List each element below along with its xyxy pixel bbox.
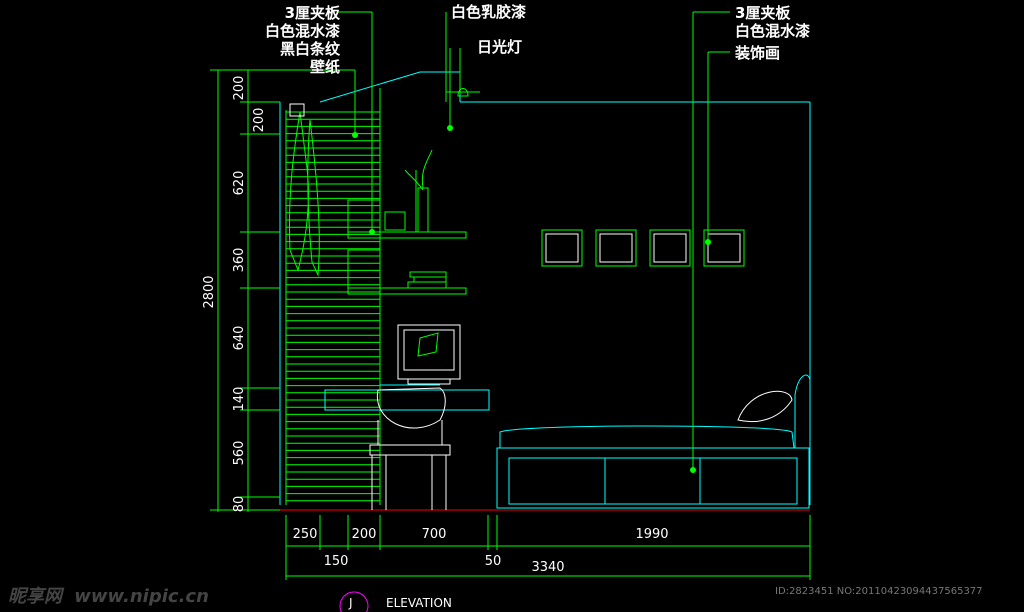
upper-shelf [347,149,467,239]
ceiling-lamp [445,86,480,102]
horizontal-dimension-lines [285,515,811,580]
right-callout-line-1: 3厘夹板 [735,4,791,22]
lamp-label: 日光灯 [477,38,523,56]
vdim-5: 640 [232,326,247,351]
image-id: ID:2823451 NO:20110423094437565377 [775,586,983,597]
hdim-1990: 1990 [635,527,668,542]
hdim-total: 3340 [531,560,564,575]
striped-wallpaper [286,111,380,502]
chair [369,387,451,510]
left-callout: 3厘夹板 白色混水漆 黑白条纹 壁纸 [248,4,340,76]
desk [324,384,490,411]
right-callout-line-2: 白色混水漆 [735,22,811,40]
vdim-2: 200 [252,108,267,133]
hook [289,103,305,117]
vdim-8: 80 [232,496,247,513]
watermark-logo: 昵享网 www.nipic.cn [8,582,209,608]
elevation-marker-circle [339,591,369,612]
hanging-cloth [288,111,320,277]
left-callout-line-4: 壁纸 [309,58,340,76]
horizontal-dimension-texts: 250 200 700 1990 150 50 3340 [293,527,669,575]
vertical-dimension-lines [210,69,280,512]
vdim-1: 200 [232,76,247,101]
leader-lines [240,11,730,470]
right-callout: 3厘夹板 白色混水漆 [735,4,810,40]
left-callout-line-2: 白色混水漆 [264,22,340,40]
vdim-total: 2800 [202,275,217,308]
room-outline [279,71,811,511]
watermark-logo-text: 昵享网 [8,586,62,607]
vdim-6: 140 [232,387,247,412]
left-callout-line-1: 3厘夹板 [284,4,340,22]
deco-label: 装饰画 [735,44,781,62]
vdim-4: 360 [232,248,247,273]
bed [496,374,811,509]
vdim-7: 560 [232,441,247,466]
center-top-label: 白色乳胶漆 [451,3,527,21]
vertical-dimension-texts: 2800 200 200 620 360 640 140 560 80 [202,76,267,513]
hdim-200: 200 [352,527,377,542]
lower-shelf [347,249,467,295]
hdim-250: 250 [293,527,318,542]
watermark-url: www.nipic.cn [74,586,209,607]
hdim-50: 50 [485,554,502,569]
decorative-pictures [541,229,745,267]
hdim-150: 150 [324,554,349,569]
elevation-title: ELEVATION [386,596,452,610]
left-callout-line-3: 黑白条纹 [279,40,340,58]
vdim-3: 620 [232,171,247,196]
elevation-marker-letter: J [349,596,353,610]
monitor [397,324,461,385]
hdim-700: 700 [422,527,447,542]
